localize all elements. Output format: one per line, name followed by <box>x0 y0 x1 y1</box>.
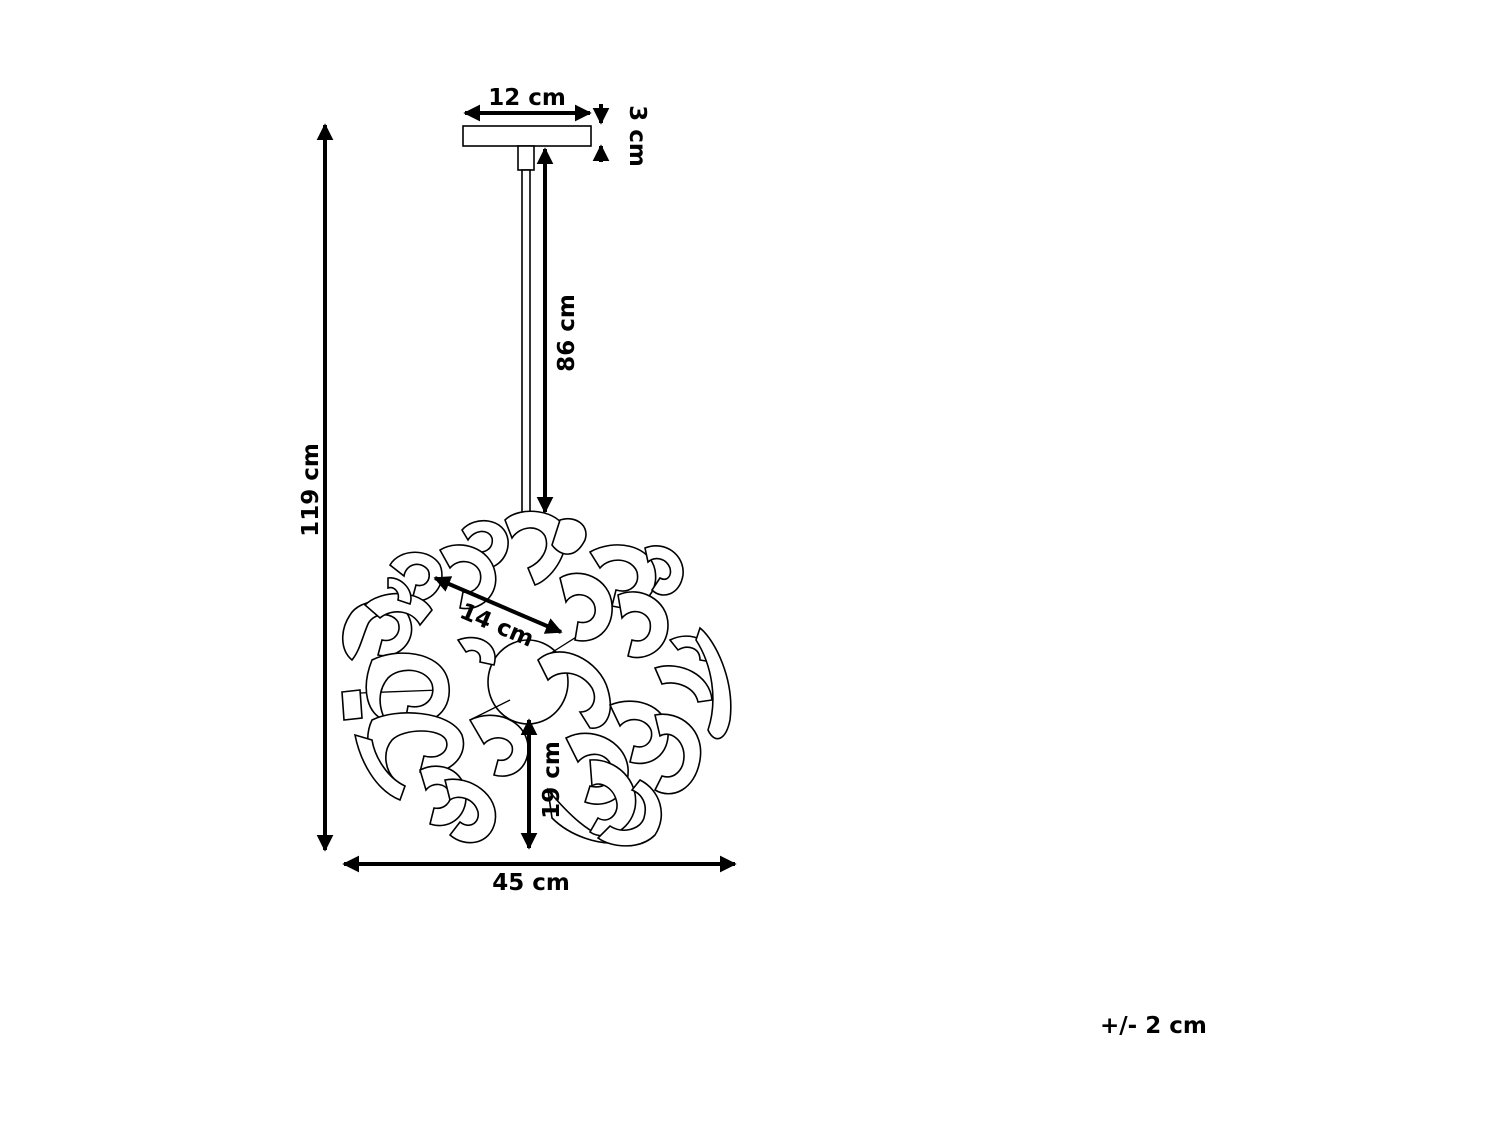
total-height-label: 119 cm <box>298 443 324 537</box>
dimension-arrows <box>316 104 737 873</box>
ceiling-canopy <box>462 125 592 147</box>
shade-width-label: 45 cm <box>492 870 570 896</box>
bottom-height-label: 19 cm <box>539 741 565 819</box>
dimension-labels: 12 cm 3 cm 86 cm 119 cm 45 cm 14 cm 19 c… <box>298 85 650 896</box>
rod-length-label: 86 cm <box>554 294 580 372</box>
canopy-height-label: 3 cm <box>624 105 650 167</box>
ribbon-ball-shade <box>341 510 732 847</box>
inner-diameter-arrow <box>433 576 563 634</box>
suspension-rod <box>521 169 531 526</box>
tolerance-note: +/- 2 cm <box>1100 1013 1207 1039</box>
canopy-width-label: 12 cm <box>488 85 566 111</box>
canopy-connector <box>517 145 535 171</box>
lamp-illustration <box>341 125 732 847</box>
